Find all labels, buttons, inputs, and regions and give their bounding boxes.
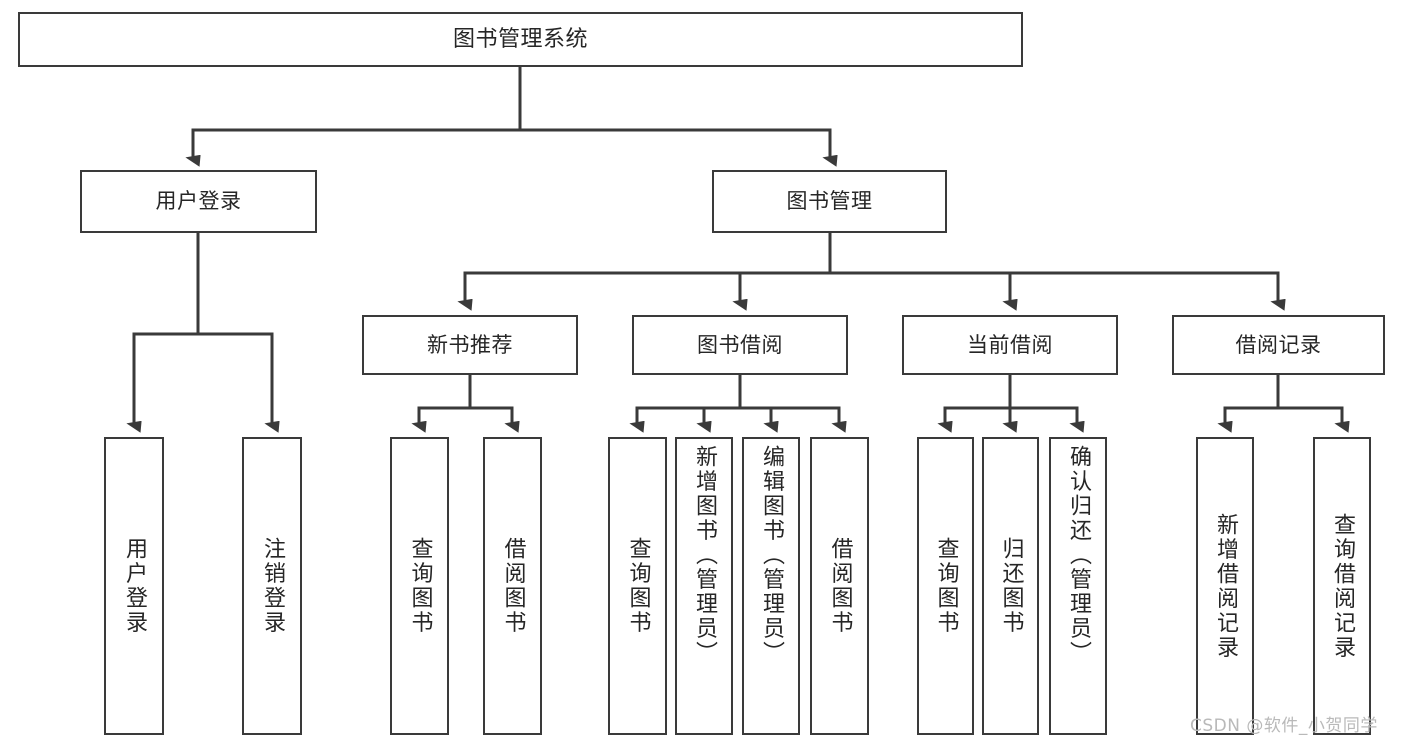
node-label: 当前借阅 (967, 332, 1053, 357)
node-leaf-borrow-book-recommend[interactable]: 借阅图书 (483, 437, 542, 735)
node-label: 用户登录 (122, 537, 147, 635)
node-label: 新增图书（管理员） (692, 445, 717, 666)
node-label: 图书管理系统 (452, 26, 588, 52)
node-label: 借阅图书 (827, 537, 853, 635)
node-label: 查询图书 (407, 537, 433, 635)
node-leaf-logout-login[interactable]: 注销登录 (242, 437, 302, 735)
node-label: 借阅图书 (500, 537, 526, 635)
node-borrow-record[interactable]: 借阅记录 (1172, 315, 1385, 375)
node-book-borrow[interactable]: 图书借阅 (632, 315, 848, 375)
node-new-book-recommend[interactable]: 新书推荐 (362, 315, 578, 375)
node-leaf-query-book-current[interactable]: 查询图书 (917, 437, 974, 735)
node-label: 用户登录 (155, 189, 242, 214)
node-label: 查询图书 (933, 537, 959, 635)
node-book-management-system[interactable]: 图书管理系统 (18, 12, 1023, 67)
node-label: 归还图书 (998, 537, 1024, 635)
node-label: 借阅记录 (1235, 332, 1322, 357)
node-leaf-edit-book[interactable]: 编辑图书（管理员） (742, 437, 800, 735)
node-leaf-add-borrow-record[interactable]: 新增借阅记录 (1196, 437, 1254, 735)
node-current-borrow[interactable]: 当前借阅 (902, 315, 1118, 375)
node-label: 编辑图书（管理员） (759, 445, 784, 666)
node-leaf-query-borrow-record[interactable]: 查询借阅记录 (1313, 437, 1371, 735)
node-label: 图书借阅 (697, 332, 783, 357)
node-label: 查询借阅记录 (1330, 512, 1355, 660)
node-leaf-query-book-recommend[interactable]: 查询图书 (390, 437, 449, 735)
node-leaf-return-book[interactable]: 归还图书 (982, 437, 1039, 735)
node-label: 注销登录 (260, 537, 285, 635)
node-label: 新增借阅记录 (1213, 512, 1238, 660)
node-label: 查询图书 (625, 537, 651, 635)
node-user-login[interactable]: 用户登录 (80, 170, 317, 233)
node-label: 确认归还（管理员） (1066, 445, 1091, 666)
node-leaf-confirm-return[interactable]: 确认归还（管理员） (1049, 437, 1107, 735)
node-leaf-user-login[interactable]: 用户登录 (104, 437, 164, 735)
node-book-management[interactable]: 图书管理 (712, 170, 947, 233)
node-leaf-borrow-book[interactable]: 借阅图书 (810, 437, 869, 735)
node-label: 新书推荐 (427, 332, 513, 357)
node-label: 图书管理 (786, 189, 873, 214)
node-leaf-add-book[interactable]: 新增图书（管理员） (675, 437, 733, 735)
node-leaf-query-book-borrow[interactable]: 查询图书 (608, 437, 667, 735)
